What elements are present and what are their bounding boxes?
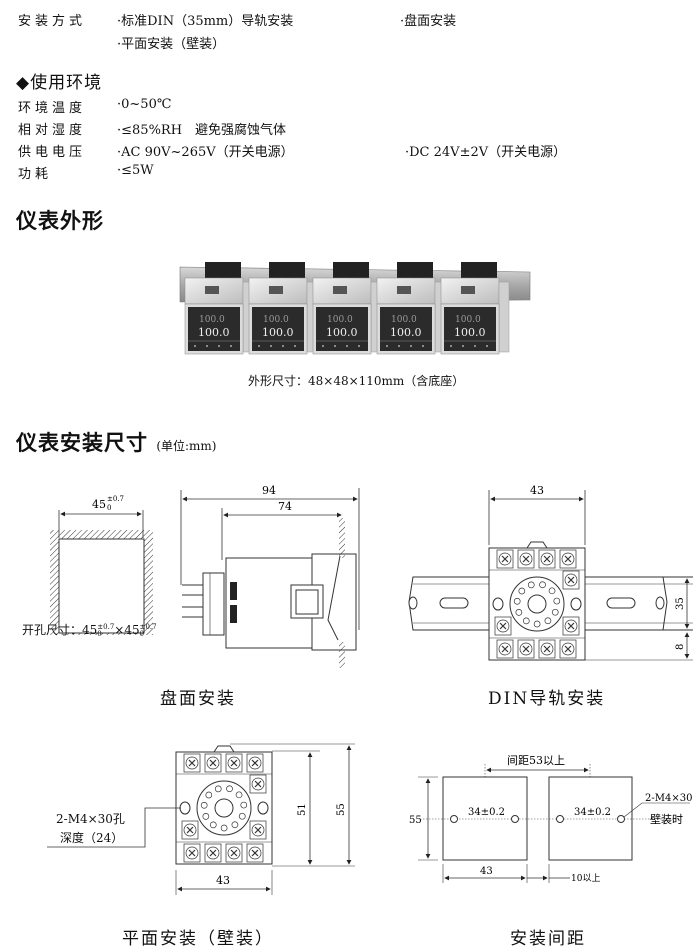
environment-heading: ◆使用环境 — [16, 73, 103, 93]
pv-display: 100.0 — [391, 315, 417, 325]
meter-socket-side — [202, 572, 225, 636]
depth-total-value: 94 — [262, 484, 276, 497]
spacing-hole-distance-right: 34±0.2 — [574, 807, 611, 818]
spacing-height-value: 55 — [409, 815, 422, 826]
appearance-caption: 外形尺寸：48×48×110mm（含底座） — [248, 374, 465, 388]
sv-display: 100.0 — [262, 326, 294, 339]
wall-height-inner-value: 51 — [297, 803, 308, 816]
spacing-hole-distance-left: 34±0.2 — [468, 807, 505, 818]
sv-display: 100.0 — [326, 326, 358, 339]
pv-display: 100.0 — [263, 315, 289, 325]
din-rail-drawing: 43 35 8 — [408, 484, 693, 661]
panel-mount-caption: 盘面安装 — [160, 689, 236, 709]
rail-height-value: 35 — [675, 597, 686, 610]
spacing-pitch-label: 间距53以上 — [507, 754, 565, 767]
cutout-size-label: 开孔尺寸：45 — [22, 623, 98, 637]
install-dims-unit: (单位:mm) — [156, 439, 217, 453]
spacing-screw-label: 2-M4×30 — [645, 793, 692, 804]
env-value-voltage-ac: ·AC 90V~265V（开关电源） — [117, 145, 294, 160]
install-dims-title: 仪表安装尺寸 — [16, 431, 148, 455]
cutout-size-tol-upper-2: ±0.7 — [139, 622, 157, 631]
cutout-size-tol-upper-1: ±0.7 — [97, 622, 115, 631]
env-label-voltage: 供电电压 — [18, 145, 87, 160]
env-value-temperature: ·0~50℃ — [117, 97, 172, 112]
wall-mount-caption: 平面安装（壁装） — [122, 929, 274, 949]
wall-width-value: 43 — [216, 874, 230, 887]
install-option-panel: ·盘面安装 — [400, 14, 457, 29]
cutout-tolerance-lower: 0 — [107, 504, 111, 512]
sv-display: 100.0 — [454, 326, 486, 339]
spacing-gap-value: 10以上 — [571, 873, 600, 884]
spacing-width-value: 43 — [480, 866, 493, 877]
wall-hole-spec: 2-M4×30孔 — [56, 812, 125, 826]
din-mount-caption: DIN导轨安装 — [488, 689, 606, 709]
sv-display: 100.0 — [390, 326, 422, 339]
meter-product-photo: 100.0100.0100.0100.0100.0100.0100.0100.0… — [179, 262, 531, 355]
cutout-tolerance-upper: ±0.7 — [107, 495, 124, 503]
relay-socket — [488, 541, 586, 661]
install-method-label: 安装方式 — [18, 14, 87, 29]
install-option-din: ·标准DIN（35mm）导轨安装 — [117, 14, 294, 29]
appearance-heading: 仪表外形 — [16, 209, 104, 233]
relay-socket — [175, 745, 273, 865]
rail-offset-value: 8 — [675, 644, 686, 650]
install-dims-heading: 仪表安装尺寸 (单位:mm) — [16, 427, 216, 457]
pv-display: 100.0 — [455, 315, 481, 325]
env-label-power: 功耗 — [18, 167, 53, 182]
pv-display: 100.0 — [327, 315, 353, 325]
spacing-caption: 安装间距 — [510, 929, 586, 949]
panel-mount-drawing: 45 ±0.7 0 94 74 — [50, 484, 360, 668]
cutout-size-tol-lower-2: 0 — [139, 629, 145, 638]
env-value-power: ·≤5W — [117, 163, 154, 178]
env-label-temperature: 环境温度 — [18, 101, 87, 116]
din-width-value: 43 — [530, 484, 544, 497]
cutout-width-value: 45 — [92, 498, 106, 511]
cutout-size-times: ×45 — [114, 623, 140, 637]
cutout-size-tol-lower-1: 0 — [97, 629, 102, 638]
pv-display: 100.0 — [199, 315, 225, 325]
spacing-drawing: 间距53以上 34±0.2 34±0.2 55 2-M4×30 壁装时 43 1… — [409, 754, 692, 884]
spacing-screw-note: 壁装时 — [650, 812, 683, 826]
wall-mount-drawing: 51 55 43 — [47, 743, 355, 895]
wall-hole-depth: 深度（24） — [60, 831, 124, 845]
env-label-humidity: 相对湿度 — [18, 123, 87, 138]
sv-display: 100.0 — [198, 326, 230, 339]
install-option-wall: ·平面安装（壁装） — [117, 37, 226, 52]
depth-body-value: 74 — [278, 500, 292, 513]
hole-leader-line — [47, 807, 181, 848]
env-value-humidity: ·≤85%RH 避免强腐蚀气体 — [117, 123, 287, 138]
env-value-voltage-dc: ·DC 24V±2V（开关电源） — [405, 145, 567, 160]
wall-height-outer-value: 55 — [336, 803, 347, 816]
panel-cutout — [58, 538, 145, 634]
